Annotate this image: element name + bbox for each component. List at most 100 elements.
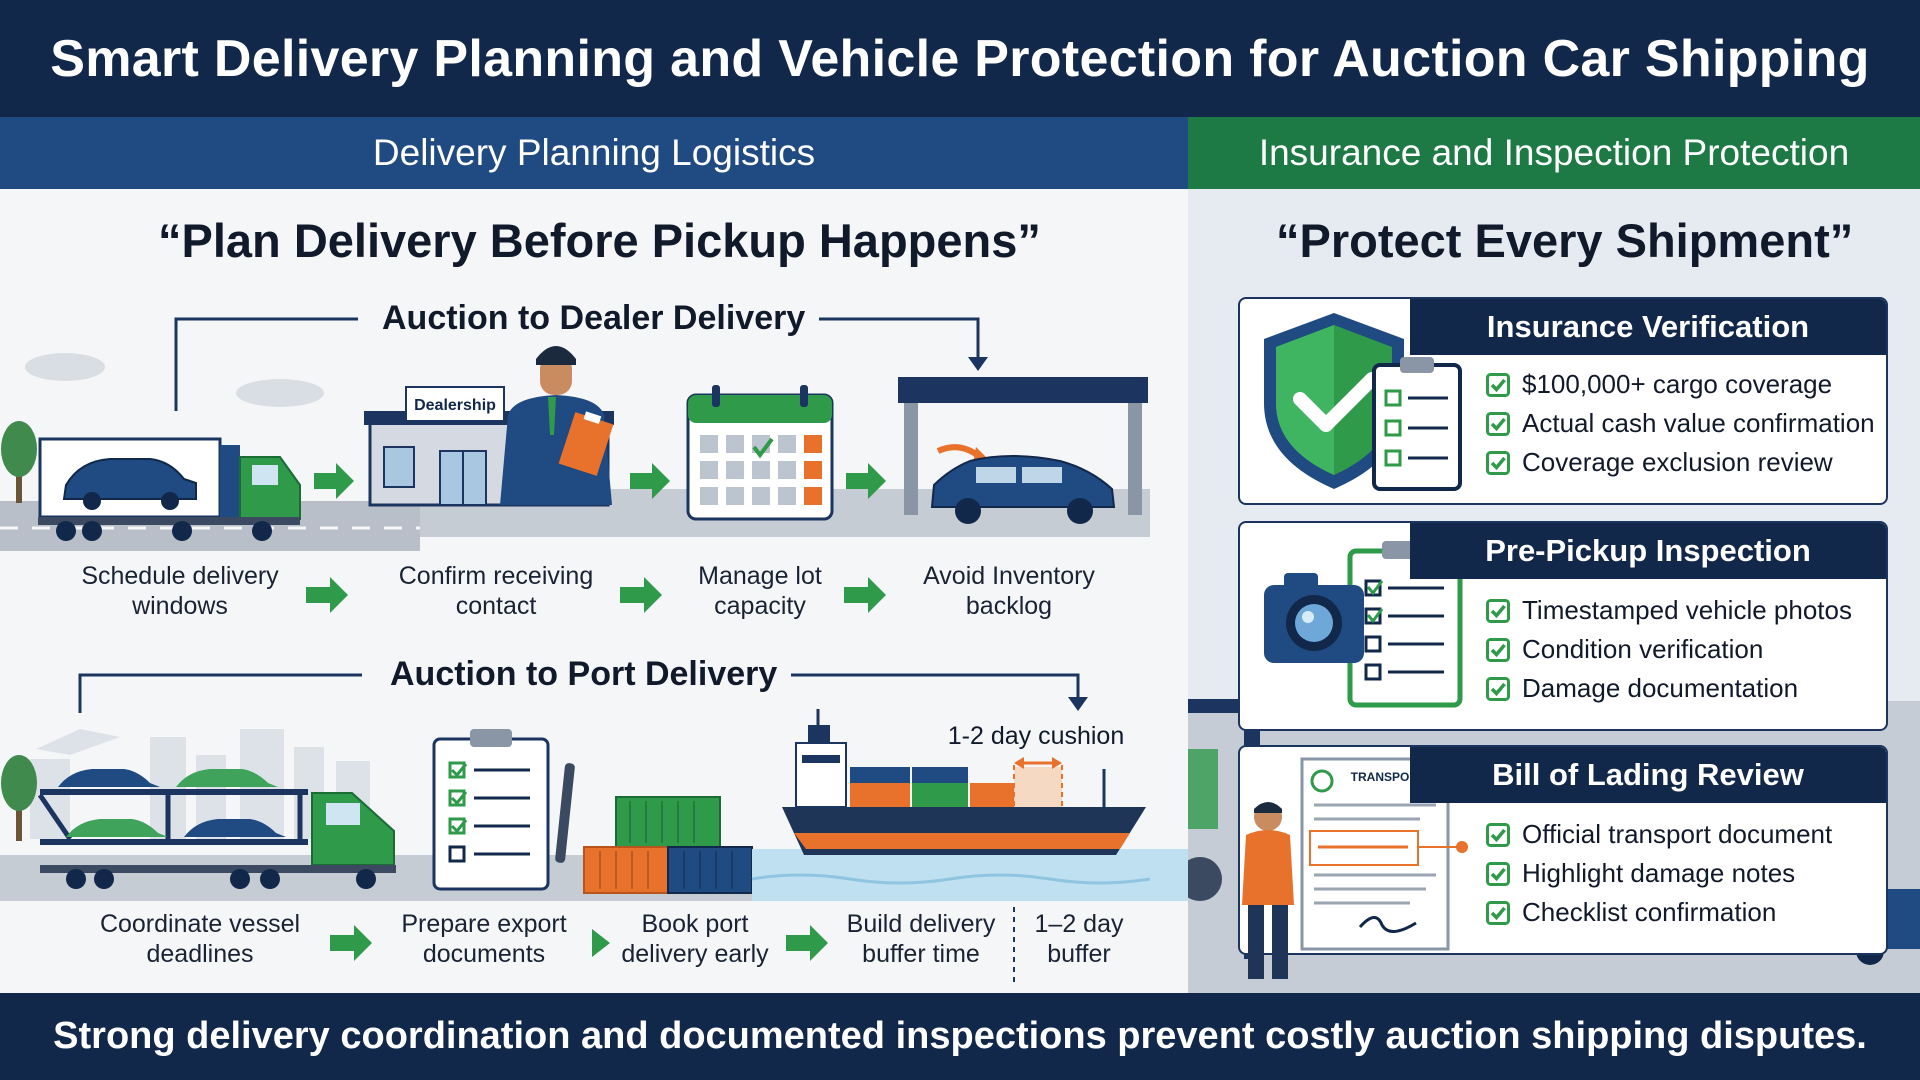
calendar-cell [804, 435, 822, 453]
checkbox-checked-icon [1486, 598, 1510, 623]
section-header-protection-label: Insurance and Inspection Protection [1258, 132, 1850, 173]
person-reviewing-icon [1242, 802, 1294, 979]
flow-arrow-icon [314, 463, 354, 499]
calendar-cell [752, 487, 770, 505]
port-delivery-heading: Auction to Port Delivery [376, 655, 792, 694]
protection-panel: “Protect Every Shipment” Insurance Verif… [1188, 189, 1920, 993]
calendar-cell [726, 487, 744, 505]
car-truck-icon [38, 437, 301, 541]
checkbox-checked-icon [1486, 676, 1510, 701]
pre-pickup-inspection-title: Pre-Pickup Inspection [1410, 523, 1886, 579]
list-item: Actual cash value confirmation [1486, 404, 1875, 443]
list-item-text: Damage documentation [1522, 673, 1799, 703]
flow-arrow-icon [592, 929, 610, 957]
bill-of-lading-card: TRANSPORT Bill of Lading Review Official… [1238, 745, 1888, 955]
calendar-cell [700, 435, 718, 453]
port-bracket-right [786, 673, 1080, 697]
flow-arrow-icon [846, 463, 886, 499]
pre-pickup-inspection-list: Timestamped vehicle photos Condition ver… [1486, 591, 1852, 708]
list-item: Official transport document [1486, 815, 1832, 854]
dealer-bracket-left [174, 317, 358, 411]
list-item: $100,000+ cargo coverage [1486, 365, 1875, 404]
footer-banner: Strong delivery coordination and documen… [0, 993, 1920, 1080]
checkbox-checked-icon [1486, 411, 1510, 436]
bill-of-lading-list: Official transport document Highlight da… [1486, 815, 1832, 932]
check-icon [450, 791, 468, 806]
section-header-delivery: Delivery Planning Logistics [0, 117, 1188, 189]
list-item-text: Timestamped vehicle photos [1522, 595, 1852, 625]
list-item: Condition verification [1486, 630, 1852, 669]
calendar-cell [726, 435, 744, 453]
delivery-illustrations: Dealership [0, 317, 1188, 987]
dealership-sign-text: Dealership [414, 397, 496, 414]
flow-arrow-icon [620, 577, 662, 613]
pre-pickup-inspection-card: Pre-Pickup Inspection Timestamped vehicl… [1238, 521, 1888, 731]
delivery-quote: “Plan Delivery Before Pickup Happens” [158, 214, 1041, 267]
shield-check-icon [1264, 313, 1462, 491]
person-clipboard-icon [500, 346, 614, 505]
list-item: Timestamped vehicle photos [1486, 591, 1852, 630]
flow-arrow-icon [630, 463, 670, 499]
calendar-cell [700, 487, 718, 505]
protection-quote: “Protect Every Shipment” [1276, 214, 1854, 267]
checklist-rows [448, 761, 530, 863]
list-item: Damage documentation [1486, 669, 1852, 708]
signature-icon [1358, 916, 1417, 933]
garage-car-icon [898, 377, 1148, 524]
checkbox-checked-icon [1486, 450, 1510, 475]
flow-arrow-icon [306, 577, 348, 613]
insurance-verification-card: Insurance Verification $100,000+ cargo c… [1238, 297, 1888, 505]
port-bracket-arrowhead [1068, 697, 1088, 711]
transport-document-icon: TRANSPORT [1300, 757, 1468, 951]
calendar-cell [700, 461, 718, 479]
calendar-cell [778, 461, 796, 479]
dealer-delivery-heading: Auction to Dealer Delivery [368, 299, 820, 338]
flow-arrow-icon [330, 925, 372, 961]
checkbox-checked-icon [1486, 637, 1510, 662]
tree-icon [1, 421, 37, 477]
list-item-text: Checklist confirmation [1522, 897, 1777, 927]
bill-of-lading-title: Bill of Lading Review [1410, 747, 1886, 803]
list-item-text: Official transport document [1522, 819, 1833, 849]
calendar-grid [700, 435, 822, 505]
calendar-cell [752, 461, 770, 479]
calendar-cell [726, 461, 744, 479]
cushion-label: 1-2 day cushion [948, 722, 1125, 750]
list-item: Highlight damage notes [1486, 854, 1832, 893]
check-icon [450, 763, 468, 778]
transport-doc-label: TRANSPORT [1351, 770, 1426, 784]
checkbox-icon [448, 845, 466, 863]
title-bar: Smart Delivery Planning and Vehicle Prot… [0, 0, 1920, 117]
list-item-text: Highlight damage notes [1522, 858, 1796, 888]
flow-arrow-icon [786, 925, 828, 961]
section-header-delivery-label: Delivery Planning Logistics [372, 132, 816, 173]
check-icon [450, 819, 468, 834]
checkbox-checked-icon [1486, 861, 1510, 886]
calendar-cell [804, 461, 822, 479]
list-item: Checklist confirmation [1486, 893, 1832, 932]
calendar-cell [804, 487, 822, 505]
list-item-text: Coverage exclusion review [1522, 447, 1833, 477]
cloud-icon [25, 353, 105, 381]
insurance-verification-list: $100,000+ cargo coverage Actual cash val… [1486, 365, 1875, 482]
checkbox-checked-icon [1486, 822, 1510, 847]
footer-text: Strong delivery coordination and documen… [53, 1015, 1867, 1057]
dealer-bracket-arrowhead [968, 357, 988, 371]
page-title: Smart Delivery Planning and Vehicle Prot… [50, 29, 1870, 88]
list-item: Coverage exclusion review [1486, 443, 1875, 482]
calendar-check-icon [752, 437, 774, 459]
dealer-bracket-right [814, 317, 980, 357]
insurance-verification-title: Insurance Verification [1410, 299, 1886, 355]
flow-arrow-icon [844, 577, 886, 613]
tree-icon [1, 755, 37, 811]
calendar-cell [778, 435, 796, 453]
port-bracket-left [78, 673, 362, 713]
